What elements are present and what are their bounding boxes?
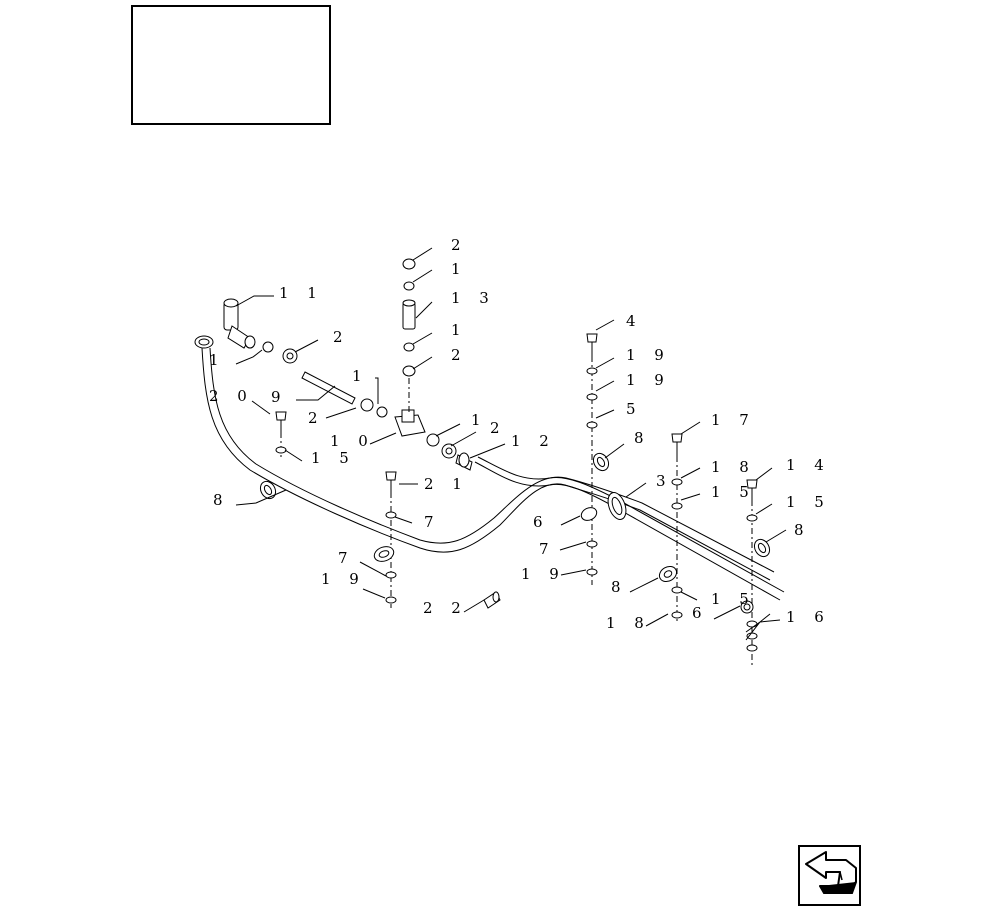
hose-end-fitting <box>194 335 214 349</box>
callout-20: 2 0 <box>209 387 254 405</box>
callout-19: 1 9 <box>626 346 671 364</box>
title-box <box>131 5 331 125</box>
callout-8: 8 <box>213 491 230 509</box>
callout-15: 1 5 <box>711 590 756 608</box>
elbow-fitting <box>223 298 256 349</box>
callout-8: 8 <box>634 429 651 447</box>
callout-2: 2 <box>333 328 350 346</box>
callout-1: 1 <box>352 367 369 385</box>
grommet <box>607 492 627 520</box>
callout-17: 1 7 <box>711 411 756 429</box>
main-hose <box>201 347 775 581</box>
callout-8: 8 <box>611 578 628 596</box>
callout-10: 1 0 <box>330 432 375 450</box>
callout-1: 1 <box>209 351 226 369</box>
callout-8: 8 <box>794 521 811 539</box>
callout-2: 2 <box>451 236 468 254</box>
callout-4: 4 <box>626 312 643 330</box>
upper-fittings <box>262 341 473 471</box>
callout-15: 1 5 <box>711 483 756 501</box>
return-arrow-icon <box>805 851 857 894</box>
callout-labels: 2 1 1 3 1 2 1 1 1 2 9 1 2 0 2 1 0 1 2 1 … <box>209 236 831 632</box>
callout-19: 1 9 <box>626 371 671 389</box>
callout-18: 1 8 <box>606 614 651 632</box>
callout-16: 1 6 <box>786 608 831 626</box>
callout-19: 1 9 <box>521 565 566 583</box>
callout-7: 7 <box>424 513 441 531</box>
callout-11: 1 1 <box>279 284 324 302</box>
callout-7: 7 <box>338 549 355 567</box>
callout-1: 1 <box>451 321 468 339</box>
callout-6: 6 <box>692 604 709 622</box>
callout-13: 1 3 <box>451 289 496 307</box>
sleeve-part <box>483 591 501 609</box>
bolts <box>275 333 758 500</box>
callout-3: 3 <box>656 472 673 490</box>
callout-1: 1 <box>451 260 468 278</box>
callout-9: 9 <box>271 388 288 406</box>
callout-15: 1 5 <box>311 449 356 467</box>
callout-19: 1 9 <box>321 570 366 588</box>
callout-21: 2 1 <box>424 475 469 493</box>
leader-lines <box>235 247 787 641</box>
branch-hose <box>474 456 785 601</box>
callout-6: 6 <box>533 513 550 531</box>
callout-5: 5 <box>626 400 643 418</box>
callout-12: 1 2 <box>511 432 556 450</box>
vertical-stack <box>402 258 416 377</box>
clamps <box>259 452 771 614</box>
callout-2: 2 <box>308 409 325 427</box>
callout-2: 2 <box>451 346 468 364</box>
callout-18: 1 8 <box>711 458 756 476</box>
callout-15: 1 5 <box>786 493 831 511</box>
return-arrow-button[interactable] <box>798 845 861 906</box>
callout-1: 1 <box>471 411 488 429</box>
callout-7: 7 <box>539 540 556 558</box>
callout-14: 1 4 <box>786 456 831 474</box>
callout-2: 2 <box>490 419 507 437</box>
callout-22: 2 2 <box>423 599 468 617</box>
